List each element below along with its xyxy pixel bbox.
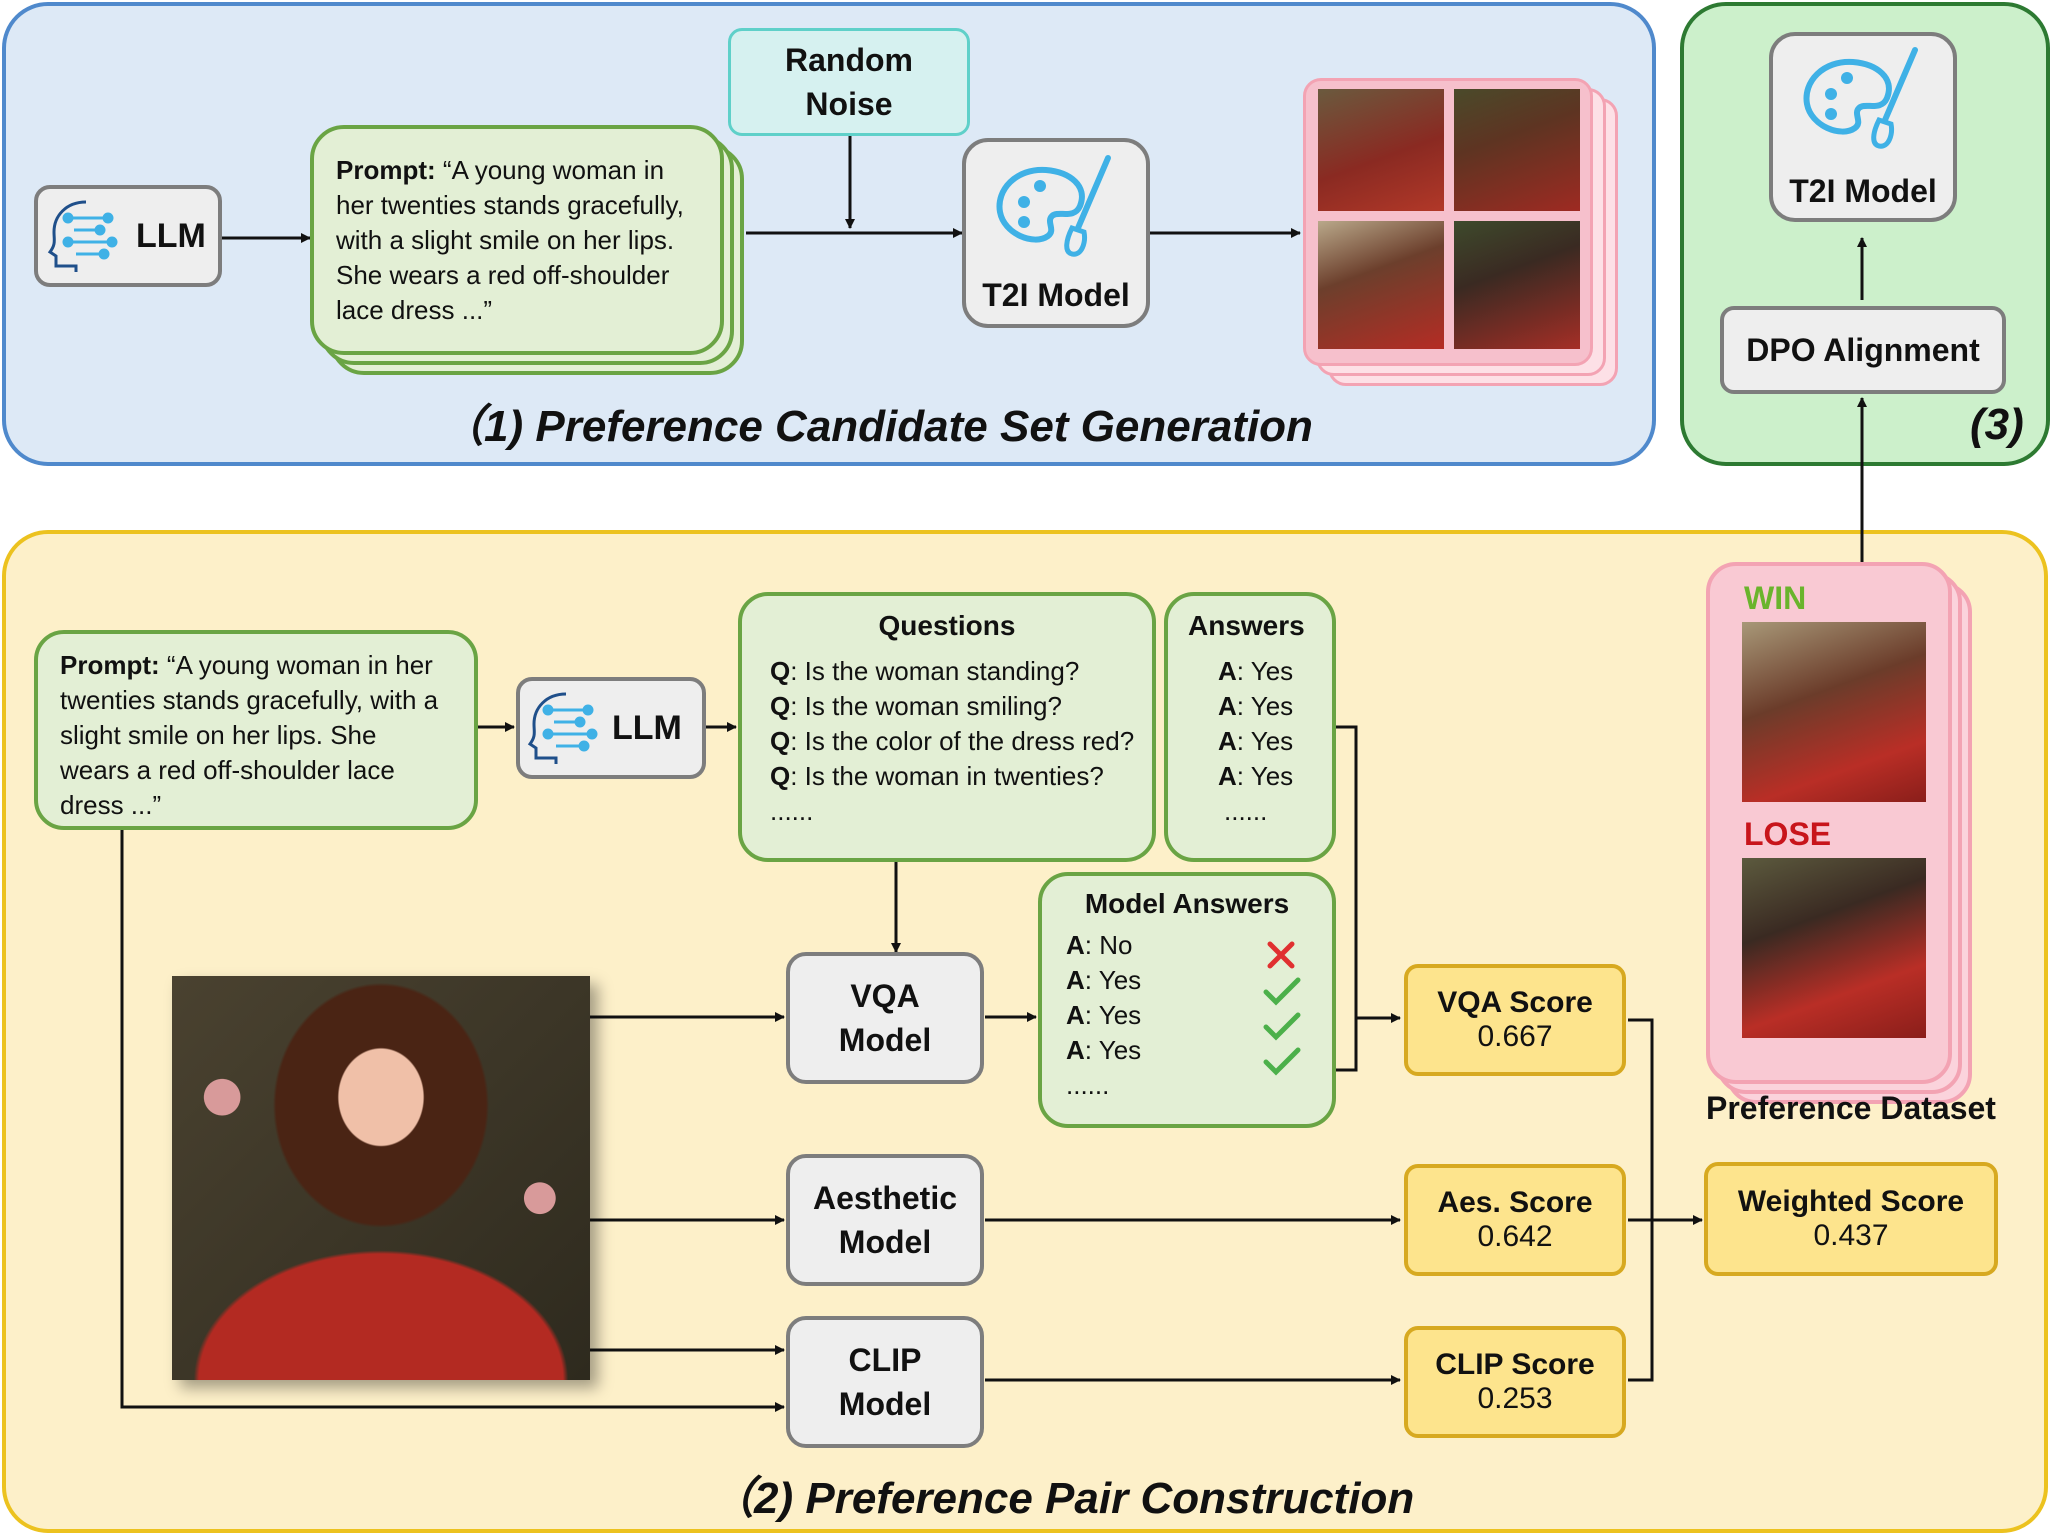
lose-label: LOSE xyxy=(1744,816,1832,852)
clip-score-value: 0.253 xyxy=(1477,1382,1553,1415)
win-label: WIN xyxy=(1744,580,1807,616)
clip-model-line1: CLIP xyxy=(848,1342,922,1378)
lose-image xyxy=(1742,858,1926,1038)
check-icon xyxy=(1263,1012,1301,1041)
palette-brush-icon xyxy=(996,155,1111,257)
candidate-image-2 xyxy=(1454,89,1580,211)
model-answer-item: A: Yes xyxy=(1066,1035,1142,1065)
llm-label-bottom: LLM xyxy=(612,708,682,747)
vqa-score-value: 0.667 xyxy=(1477,1020,1553,1053)
aes-score-value: 0.642 xyxy=(1477,1220,1553,1253)
answer-item: A: Yes xyxy=(1218,691,1294,721)
llm-label-top: LLM xyxy=(136,216,206,255)
model-answer-item: A: Yes xyxy=(1066,965,1142,995)
brain-circuit-icon xyxy=(527,692,598,764)
prompt-card-top: Prompt: “A young woman in her twenties s… xyxy=(310,125,724,355)
vqa-model-line1: VQA xyxy=(850,978,920,1014)
prompt-body: “A young woman in her twenties stands gr… xyxy=(60,650,439,820)
clip-score-label: CLIP Score xyxy=(1435,1348,1595,1381)
question-item: Q: Is the woman smiling? xyxy=(770,691,1062,721)
t2i-model-right: T2I Model xyxy=(1769,32,1957,222)
prompt-text-top: Prompt: “A young woman in her twenties s… xyxy=(336,153,698,328)
aes-score-box: Aes. Score 0.642 xyxy=(1404,1164,1626,1276)
panel3-title: (3) xyxy=(1970,400,2024,449)
answer-item: A: Yes xyxy=(1218,656,1294,686)
questions-title: Questions xyxy=(878,610,1016,641)
vqa-score-box: VQA Score 0.667 xyxy=(1404,964,1626,1076)
answers-title: Answers xyxy=(1188,610,1305,641)
panel2-title: （2) Preference Pair Construction xyxy=(710,1474,1415,1523)
win-image xyxy=(1742,622,1926,802)
vqa-score-label: VQA Score xyxy=(1437,986,1593,1019)
questions-more: ...... xyxy=(770,796,814,826)
weighted-score-value: 0.437 xyxy=(1813,1219,1889,1252)
candidate-image-4 xyxy=(1454,221,1580,349)
aesthetic-model-line1: Aesthetic xyxy=(812,1180,958,1216)
cross-icon xyxy=(1267,941,1295,969)
vqa-model-box: VQA Model xyxy=(786,952,984,1084)
aesthetic-model-line2: Model xyxy=(838,1224,932,1260)
prompt-text-bottom: Prompt: “A young woman in her twenties s… xyxy=(60,648,452,823)
prompt-label: Prompt: xyxy=(336,155,436,185)
questions-box: Questions Q: Is the woman standing? Q: I… xyxy=(738,592,1156,862)
random-noise-line1: Random xyxy=(785,42,913,78)
aesthetic-model-box: Aesthetic Model xyxy=(786,1154,984,1286)
t2i-label-top: T2I Model xyxy=(982,277,1130,313)
answer-item: A: Yes xyxy=(1218,726,1294,756)
generated-portrait-image xyxy=(172,976,590,1380)
aes-score-label: Aes. Score xyxy=(1437,1186,1593,1219)
model-answer-item: A: Yes xyxy=(1066,1000,1142,1030)
candidate-images-grid xyxy=(1303,78,1593,366)
candidate-image-1 xyxy=(1318,89,1444,211)
random-noise-line2: Noise xyxy=(805,86,893,122)
clip-score-box: CLIP Score 0.253 xyxy=(1404,1326,1626,1438)
palette-brush-icon xyxy=(1803,47,1918,149)
question-item: Q: Is the color of the dress red? xyxy=(770,726,1135,756)
answer-marks xyxy=(1263,941,1301,1076)
model-answer-item: A: No xyxy=(1066,930,1133,960)
weighted-score-label: Weighted Score xyxy=(1737,1185,1965,1218)
clip-model-box: CLIP Model xyxy=(786,1316,984,1448)
prompt-body: “A young woman in her twenties stands gr… xyxy=(336,155,684,325)
check-icon xyxy=(1263,977,1301,1006)
prompt-card-bottom: Prompt: “A young woman in her twenties s… xyxy=(34,630,478,830)
llm-box-top: LLM xyxy=(34,185,222,287)
brain-circuit-icon xyxy=(47,200,118,272)
check-icon xyxy=(1263,1047,1301,1076)
answers-box: Answers A: Yes A: Yes A: Yes A: Yes ....… xyxy=(1164,592,1336,862)
dpo-alignment-box: DPO Alignment xyxy=(1720,306,2006,394)
preference-dataset-card: WIN LOSE xyxy=(1706,562,1952,1084)
model-answers-title: Model Answers xyxy=(1084,888,1290,919)
t2i-label-right: T2I Model xyxy=(1789,173,1937,209)
panel1-title: （1) Preference Candidate Set Generation xyxy=(440,402,1313,451)
answers-more: ...... xyxy=(1224,796,1268,826)
clip-model-line2: Model xyxy=(838,1386,932,1422)
answer-item: A: Yes xyxy=(1218,761,1294,791)
question-item: Q: Is the woman in twenties? xyxy=(770,761,1104,791)
random-noise-box: Random Noise xyxy=(728,28,970,136)
question-item: Q: Is the woman standing? xyxy=(770,656,1080,686)
preference-dataset-label: Preference Dataset xyxy=(1706,1090,1996,1126)
vqa-model-line2: Model xyxy=(838,1022,932,1058)
t2i-model-top: T2I Model xyxy=(962,138,1150,328)
model-answers-box: Model Answers A: No A: Yes A: Yes A: Yes… xyxy=(1038,872,1336,1128)
llm-box-bottom: LLM xyxy=(516,677,706,779)
prompt-label: Prompt: xyxy=(60,650,160,680)
model-answers-more: ...... xyxy=(1066,1070,1110,1100)
weighted-score-box: Weighted Score 0.437 xyxy=(1704,1162,1998,1276)
candidate-image-3 xyxy=(1318,221,1444,349)
